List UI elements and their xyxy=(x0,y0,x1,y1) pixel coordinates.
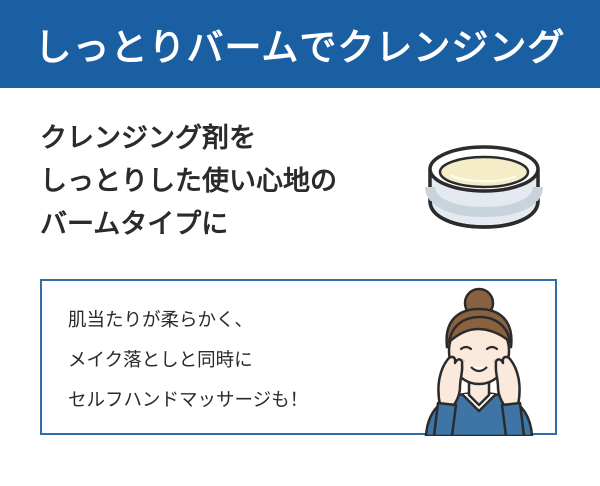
info-line: 肌当たりが柔らかく、 xyxy=(68,310,254,331)
headline-line: しっとりした使い心地の xyxy=(40,166,337,197)
headline-line: クレンジング剤を xyxy=(40,123,256,154)
headline-line: バームタイプに xyxy=(40,209,229,240)
title-banner: しっとりバームでクレンジング xyxy=(0,0,600,88)
banner-title: しっとりバームでクレンジング xyxy=(34,26,566,69)
info-line: セルフハンドマッサージも！ xyxy=(68,390,309,411)
headline: クレンジング剤を しっとりした使い心地の バームタイプに xyxy=(40,117,400,246)
balm-jar-icon xyxy=(420,135,548,233)
woman-massaging-face-illustration xyxy=(418,287,540,436)
info-line: メイク落としと同時に xyxy=(68,350,253,371)
info-text: 肌当たりが柔らかく、 メイク落としと同時に セルフハンドマッサージも！ xyxy=(68,301,418,421)
